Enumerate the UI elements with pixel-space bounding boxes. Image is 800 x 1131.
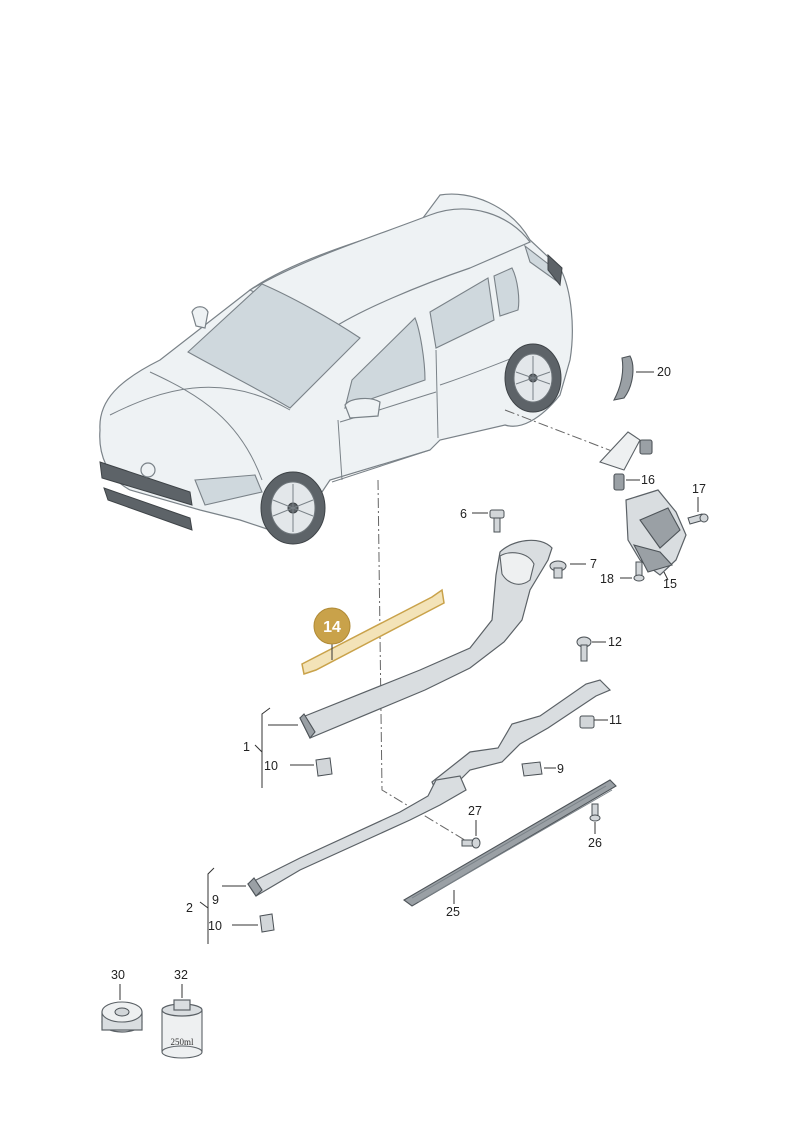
label-10-upper: 10 [264, 759, 278, 773]
label-14-highlighted: 14 [323, 619, 341, 636]
part-labels: 20 16 17 6 7 18 15 12 11 1 10 9 27 26 9 … [111, 365, 706, 1047]
label-11: 11 [609, 713, 622, 727]
label-1: 1 [243, 740, 250, 754]
label-9-lower: 9 [212, 893, 219, 907]
front-wheel [260, 471, 326, 545]
part-1-sill-panel [254, 539, 553, 788]
part-15-bracket-assembly [599, 431, 709, 582]
label-26: 26 [588, 836, 602, 850]
part-7-clip [549, 560, 586, 579]
label-2: 2 [186, 901, 193, 915]
part-32-adhesive-can [161, 984, 203, 1059]
part-27-screw [461, 820, 481, 849]
label-16: 16 [641, 473, 655, 487]
label-6: 6 [460, 507, 467, 521]
part-10-clip-upper [290, 757, 333, 777]
label-25: 25 [446, 905, 460, 919]
label-32: 32 [174, 968, 188, 982]
part-12-screw [576, 636, 606, 662]
part-9-bracket [431, 679, 612, 802]
part-14-highlighted-trim-strip [301, 588, 445, 675]
part-20-trim-piece [612, 355, 654, 401]
part-6-screw [472, 509, 505, 533]
part-10-clip-lower [232, 913, 275, 933]
label-15: 15 [663, 577, 677, 591]
car-illustration [99, 193, 573, 545]
label-12: 12 [608, 635, 622, 649]
label-9-mid: 9 [557, 762, 564, 776]
can-volume-label: 250ml [170, 1037, 194, 1047]
part-25-edge-strip [403, 779, 617, 907]
label-20: 20 [657, 365, 671, 379]
highlight-badge [313, 607, 351, 645]
part-30-tape-roll [101, 984, 143, 1033]
rear-wheel [504, 343, 562, 413]
label-7: 7 [590, 557, 597, 571]
label-17: 17 [692, 482, 706, 496]
label-30: 30 [111, 968, 125, 982]
label-18: 18 [600, 572, 614, 586]
part-26-screw [589, 803, 601, 834]
part-11-nut [579, 715, 608, 729]
reference-lines [377, 409, 631, 843]
part-2-outer-sill [199, 775, 467, 944]
label-10-lower: 10 [208, 919, 222, 933]
label-27: 27 [468, 804, 482, 818]
